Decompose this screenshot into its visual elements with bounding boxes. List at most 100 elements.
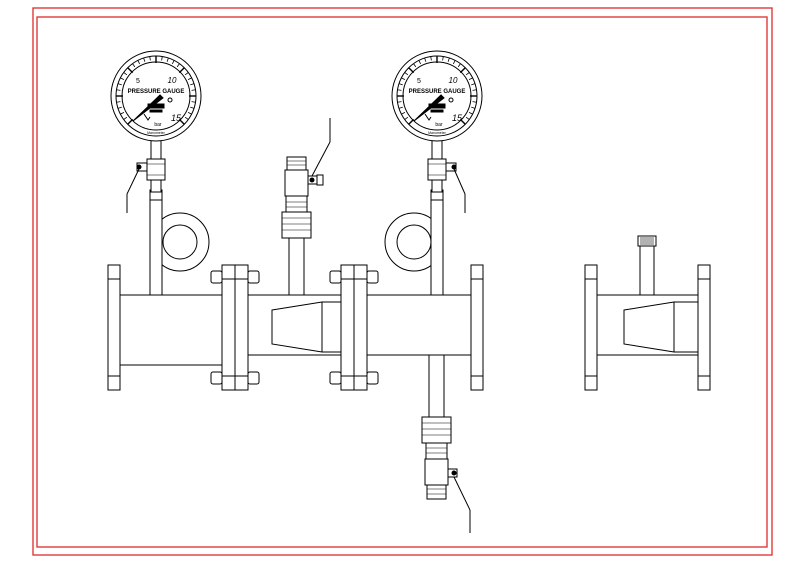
gauge-valve-body	[427, 158, 447, 181]
gauge-tick	[127, 67, 134, 74]
union-nut	[281, 211, 312, 239]
gauge-tick	[457, 63, 461, 68]
gauge-tick	[468, 111, 473, 115]
gauge-tick	[398, 106, 403, 109]
gauge-tick	[459, 67, 466, 74]
gauge-tick	[452, 60, 456, 65]
gauge-tick	[430, 56, 432, 61]
gauge-tick	[184, 72, 189, 76]
middle-pipe-section	[247, 294, 342, 356]
gauge-tick	[190, 106, 195, 109]
gauge-tick	[408, 67, 415, 74]
union-nut	[421, 416, 452, 444]
gauge-tick	[143, 57, 146, 62]
gauge-tick	[191, 89, 196, 91]
gauge-tick	[117, 83, 122, 86]
bolt-nut	[366, 371, 379, 385]
right-pressure-gauge: PRESSURE GAUGE 5 10 15 bar Manometer	[391, 50, 483, 142]
bottom-ball-valve-branch	[421, 354, 471, 533]
left-end-flange	[107, 264, 121, 391]
gauge-tick	[132, 63, 136, 68]
gauge-scale-label: 15	[171, 113, 182, 123]
bolt-head	[329, 270, 342, 284]
ball-valve-body	[424, 458, 449, 486]
gauge-scale-label: 10	[449, 76, 458, 85]
bolt-head	[329, 371, 342, 385]
gauge-tick	[127, 118, 134, 125]
gauge-tick	[413, 63, 417, 68]
bolt-nut	[366, 270, 379, 284]
gauge-tick	[184, 116, 189, 120]
right-end-flange	[470, 264, 484, 391]
gauge-unit: bar	[154, 122, 162, 128]
gauge-tick	[190, 83, 195, 86]
bolt-nut	[247, 371, 260, 385]
gauge-tick	[120, 77, 125, 81]
main-pipe-assembly: PRESSURE GAUGE 5 10 15 bar Manometer	[107, 50, 484, 533]
valve-handle	[453, 476, 471, 511]
gauge-tick	[401, 77, 406, 81]
gauge-tick	[465, 116, 470, 120]
bolt-nut	[247, 270, 260, 284]
gauge-tick	[149, 56, 151, 61]
gauge-tick	[397, 89, 402, 91]
gauge-tick	[123, 72, 128, 76]
gauge-tick	[171, 60, 175, 65]
gauge-tick	[166, 57, 169, 62]
ball-valve-body	[284, 169, 309, 197]
gauge-tick	[191, 101, 196, 103]
flow-cone	[623, 301, 699, 353]
side-pipe-assembly	[584, 235, 711, 391]
gauge-tick	[404, 72, 409, 76]
gauge-title: PRESSURE GAUGE	[409, 89, 466, 95]
gauge-scale-label: 5	[417, 78, 421, 85]
gauge-tick	[397, 101, 402, 103]
gauge-tick	[459, 118, 466, 125]
flow-cone	[271, 301, 342, 353]
left-gauge-branch: PRESSURE GAUGE 5 10 15 bar Manometer	[110, 50, 210, 296]
gauge-tick	[468, 77, 473, 81]
gauge-tick	[178, 118, 185, 125]
right-gauge-branch: PRESSURE GAUGE 5 10 15 bar Manometer	[384, 50, 483, 296]
gauge-tick	[401, 111, 406, 115]
gauge-tick	[123, 116, 128, 120]
left-pressure-gauge: PRESSURE GAUGE 5 10 15 bar Manometer	[110, 50, 202, 142]
gauge-tick	[404, 116, 409, 120]
middle-flange-joint	[210, 264, 260, 391]
gauge-maker: Manometer	[428, 131, 447, 135]
gauge-tick	[116, 89, 121, 91]
bolt-head	[210, 270, 223, 284]
gauge-title: PRESSURE GAUGE	[128, 89, 185, 95]
bolt-head	[210, 371, 223, 385]
frame-inner	[36, 16, 768, 548]
valve-handle	[453, 168, 466, 195]
drawing-frame	[32, 7, 773, 556]
gauge-unit: bar	[435, 122, 443, 128]
gauge-scale-label: 5	[136, 78, 140, 85]
gauge-tick	[418, 60, 422, 65]
gauge-ticks	[116, 56, 196, 125]
valve-handle	[311, 141, 331, 177]
gauge-tick	[424, 57, 427, 62]
side-left-flange	[584, 264, 598, 391]
gauge-tick	[465, 72, 470, 76]
gauge-ticks	[397, 56, 477, 125]
gauge-tick	[472, 89, 477, 91]
top-ball-valve-branch	[281, 118, 331, 296]
gauge-scale-label: 15	[452, 113, 463, 123]
gauge-tick	[137, 60, 141, 65]
gauge-tick	[187, 77, 192, 81]
gauge-maker: Manometer	[147, 131, 166, 135]
frame-outer	[32, 7, 773, 556]
gauge-tick	[398, 83, 403, 86]
gauge-tick	[447, 57, 450, 62]
gauge-tick	[161, 56, 163, 61]
threaded-nozzle	[637, 235, 657, 296]
valve-handle	[126, 168, 140, 195]
gauge-tick	[116, 101, 121, 103]
gauge-tick	[120, 111, 125, 115]
gauge-tick	[408, 118, 415, 125]
side-right-flange	[697, 264, 711, 391]
gauge-tick	[471, 106, 476, 109]
